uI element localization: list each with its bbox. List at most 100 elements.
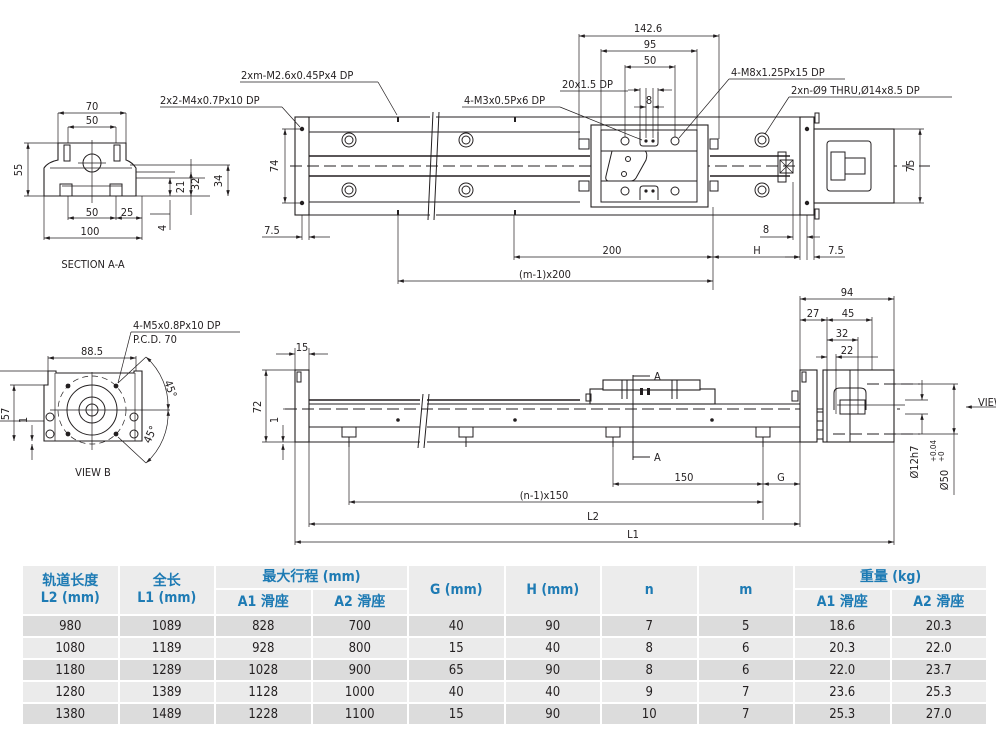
angle-45-upper: 45° [161,379,179,400]
header-m: m [698,566,793,614]
dim-7-5-right: 7.5 [828,244,844,257]
cell-g: 15 [409,704,504,724]
cell-weight-a1: 18.6 [795,616,890,636]
cell-weight-a2: 25.3 [891,682,986,702]
cell-stroke-a1: 928 [216,638,311,658]
cell-h: 90 [505,660,600,680]
dim-32: 32 [189,178,202,191]
top-view: 74 75 7.5 200 H 8 7.5 (m-1)x200 142.6 95 [160,22,952,290]
cell-m: 7 [698,682,793,702]
section-marker-a-bottom: A [654,451,661,464]
dim-22: 22 [841,344,854,357]
tolerance-upper: +0.04 [929,440,938,462]
cell-m: 6 [698,638,793,658]
cell-weight-a1: 23.6 [795,682,890,702]
cell-l2: 1080 [23,638,118,658]
cell-g: 40 [409,682,504,702]
dim-94: 94 [841,286,854,299]
cell-m: 7 [698,704,793,724]
callout-m4-holes: 2x2-M4x0.7Px10 DP [160,94,260,107]
dim-n-pitch: (n-1)x150 [520,489,569,502]
dim-offset-25: 25 [121,206,134,219]
dim-50-top: 50 [644,54,657,67]
cell-l1: 1189 [119,638,214,658]
cell-stroke-a1: 828 [216,616,311,636]
header-stroke-a2: A2 滑座 [312,590,407,614]
cell-n: 8 [602,638,697,658]
dim-H: H [753,244,760,257]
dim-4: 4 [156,225,169,231]
dim-150: 150 [675,471,694,484]
side-view: A A 15 72 1 150 G (n-1)x150 L2 L1 94 [251,286,996,545]
cell-stroke-a2: 800 [312,638,407,658]
cell-weight-a1: 22.0 [795,660,890,680]
cell-n: 7 [602,616,697,636]
dim-hole-spacing-top: 50 [86,114,99,127]
cell-weight-a2: 20.3 [891,616,986,636]
cell-l1: 1089 [119,616,214,636]
dim-95: 95 [644,38,657,51]
dim-1-side: 1 [268,417,281,423]
dim-74: 74 [268,160,281,173]
header-weight-a2: A2 滑座 [891,590,986,614]
dim-L2: L2 [587,510,599,523]
cell-n: 9 [602,682,697,702]
cell-stroke-a2: 1000 [312,682,407,702]
dim-21: 21 [174,181,187,194]
header-weight-a1: A1 滑座 [795,590,890,614]
cell-m: 5 [698,616,793,636]
dim-width-bottom: 100 [81,225,100,238]
cell-g: 40 [409,616,504,636]
dim-height: 55 [12,164,25,177]
motor-flange-side [822,369,895,443]
dim-34: 34 [212,175,225,188]
dim-75: 75 [904,160,917,173]
view-b: 88.5 57 1 45° 45° 4-M5x0.8Px10 DP P.C.D.… [0,319,240,479]
view-b-pointer: VIEW B [978,396,996,409]
cell-l2: 1380 [23,704,118,724]
dim-15: 15 [296,341,309,354]
cell-stroke-a2: 1100 [312,704,407,724]
header-stroke-a1: A1 滑座 [216,590,311,614]
cell-stroke-a2: 900 [312,660,407,680]
dim-m-pitch: (m-1)x200 [519,268,571,281]
cell-n: 8 [602,660,697,680]
cell-h: 90 [505,704,600,724]
cell-l2: 980 [23,616,118,636]
cell-stroke-a1: 1228 [216,704,311,724]
angle-45-lower: 45° [141,424,160,445]
carriage-top [590,124,709,208]
callout-m5-holes: 4-M5x0.8Px10 DP [133,319,220,332]
header-max-stroke: 最大行程 (mm) [216,566,407,588]
technical-drawing: 70 50 55 21 32 34 4 50 25 100 SECTION A-… [0,22,996,545]
cell-h: 40 [505,682,600,702]
section-a-a-view: 70 50 55 21 32 34 4 50 25 100 SECTION A-… [12,100,230,271]
dim-32-motor: 32 [836,327,849,340]
cell-g: 65 [409,660,504,680]
header-h: H (mm) [505,566,600,614]
foot-bolts [341,427,771,447]
motor-flange-top [813,128,895,204]
dim-8-top: 8 [646,94,652,107]
rail-end-block-right [799,116,815,216]
dim-27: 27 [807,307,820,320]
dim-hole-spacing-bottom: 50 [86,206,99,219]
carriage-side [589,388,716,405]
callout-20x1-5-dp: 20x1.5 DP [562,78,613,91]
section-a-a-title: SECTION A-A [61,258,125,271]
view-b-title: VIEW B [75,466,111,479]
cell-h: 40 [505,638,600,658]
dim-88-5: 88.5 [81,345,103,358]
callout-thru-holes: 2xn-Ø9 THRU,Ø14x8.5 DP [791,84,920,97]
cell-weight-a1: 20.3 [795,638,890,658]
dim-57: 57 [0,408,12,421]
cell-n: 10 [602,704,697,724]
dim-flange-diameter: Ø50 [938,470,951,490]
dim-G: G [777,471,785,484]
